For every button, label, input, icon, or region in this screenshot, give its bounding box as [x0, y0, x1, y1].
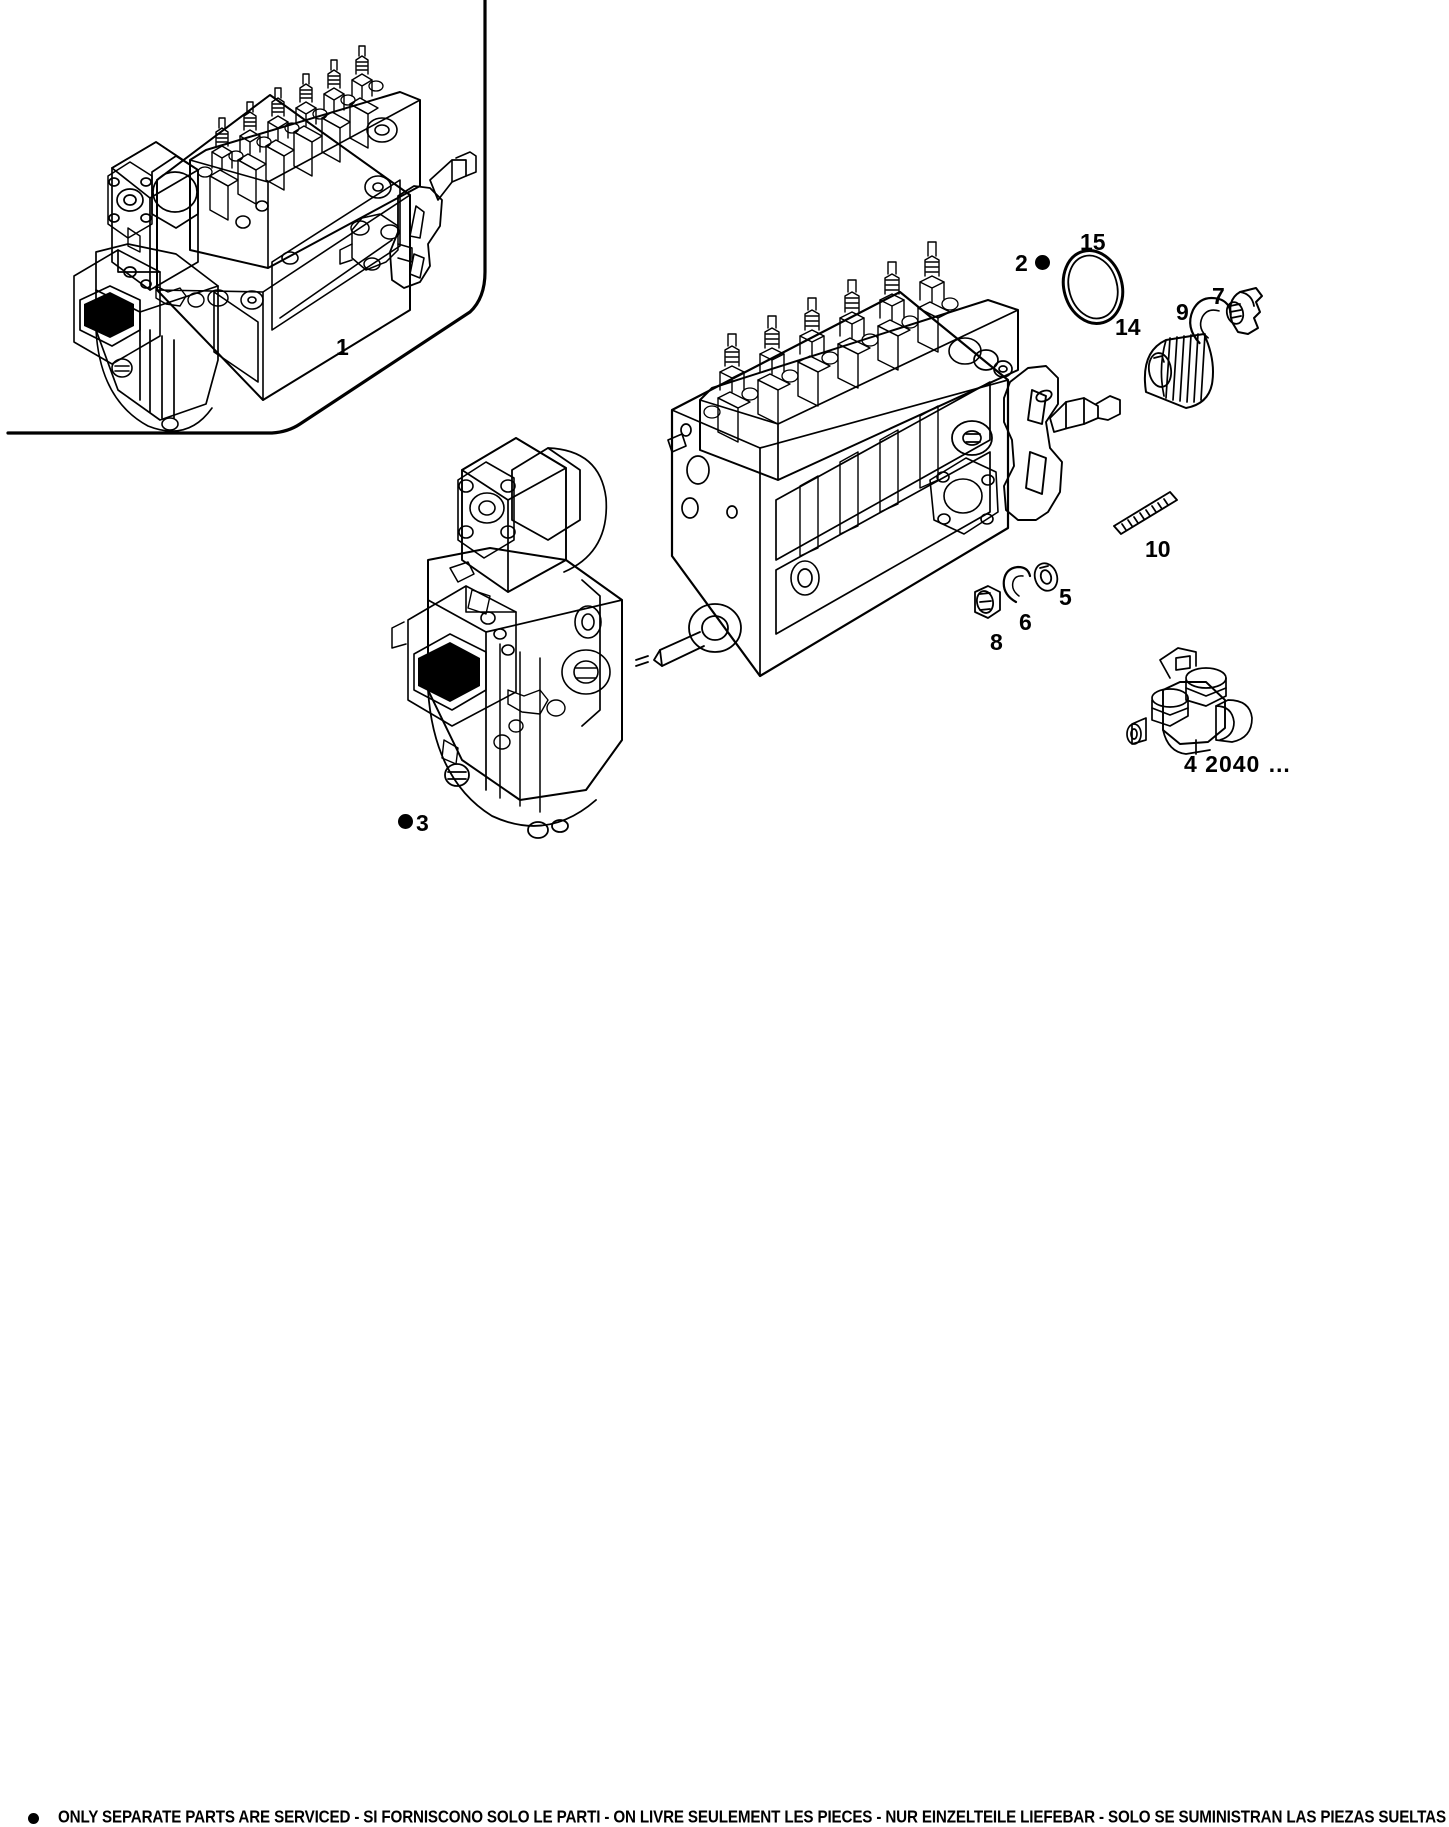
part-c-clip: [1189, 296, 1232, 345]
part-coupling: [1225, 287, 1263, 335]
figure-small-parts-right: [974, 249, 1263, 619]
part-stud: [1113, 491, 1178, 535]
callout-label-1: 1: [336, 334, 349, 360]
callout-label-14: 14: [1115, 314, 1141, 340]
footer-bullet-icon: [28, 1813, 39, 1824]
part-drive-gear: [1143, 333, 1214, 409]
callout-label-9: 9: [1176, 299, 1189, 325]
callout-label-5: 5: [1059, 584, 1072, 610]
part-nut: [974, 585, 1001, 619]
callout-label-6: 6: [1019, 609, 1032, 635]
part-washer: [1033, 562, 1059, 592]
bullet-marker-3: [398, 814, 413, 829]
callout-label-7: 7: [1212, 283, 1225, 309]
bullet-marker-2: [1035, 255, 1050, 270]
part-retaining-clip: [1002, 565, 1032, 604]
callout-label-15: 15: [1080, 229, 1106, 255]
callout-label-3: 3: [416, 810, 429, 836]
callout-label-10: 10: [1145, 536, 1171, 562]
part-o-ring: [1061, 249, 1125, 325]
figure-governor-housing: [391, 437, 623, 839]
footer-note: ONLY SEPARATE PARTS ARE SERVICED - SI FO…: [0, 900, 1449, 1827]
inset-panel-border: [6, 0, 487, 435]
footer-note-text: ONLY SEPARATE PARTS ARE SERVICED - SI FO…: [58, 1807, 1446, 1827]
callout-label-8: 8: [990, 629, 1003, 655]
figure-pump-housing-with-elements: [635, 241, 1121, 678]
callout-label-2: 2: [1015, 250, 1028, 276]
figure-fuel-feed-pump: [1126, 647, 1253, 755]
callout-label-4: 4 2040 …: [1184, 751, 1292, 777]
figure-pump-assembly-complete: [73, 45, 477, 432]
